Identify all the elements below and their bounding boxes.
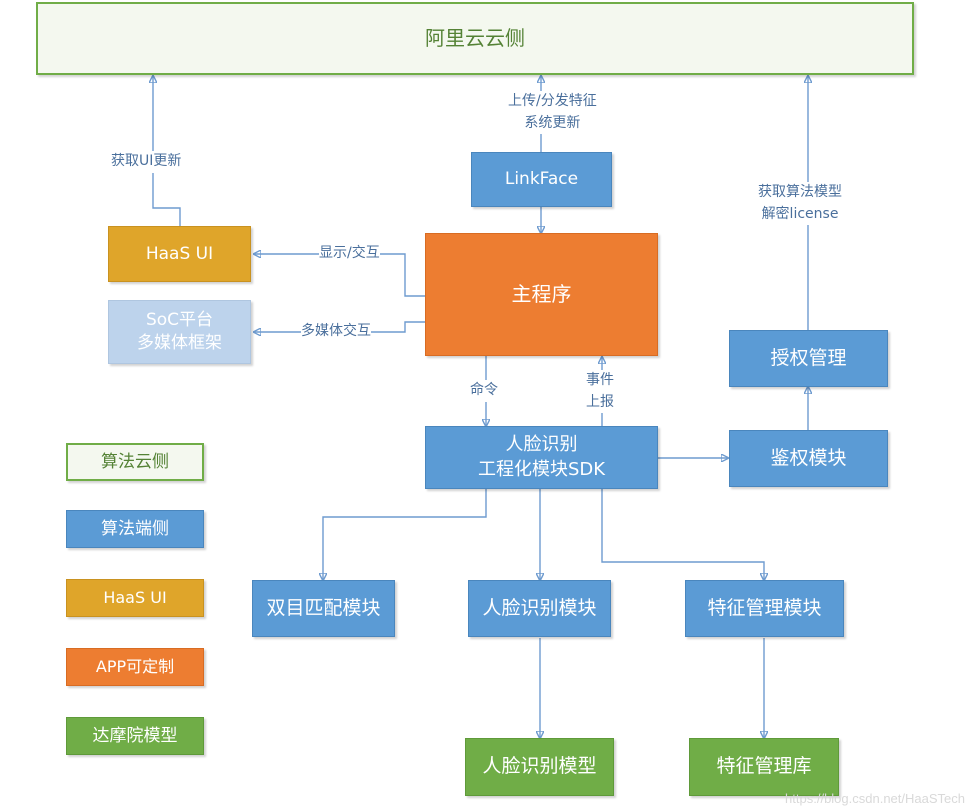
edge-label-get-ui-update: 获取UI更新 xyxy=(111,151,182,173)
legend-algo-cloud-label: 算法云侧 xyxy=(101,451,169,472)
sdk-label-line2: 工程化模块SDK xyxy=(477,458,606,480)
sdk-label-line1: 人脸识别 xyxy=(505,434,578,456)
face-sdk-box: 人脸识别 工程化模块SDK xyxy=(425,426,658,489)
legend-damo-model-label: 达摩院模型 xyxy=(92,725,178,746)
get-ui-update-label: 获取UI更新 xyxy=(111,153,182,169)
stereo-match-label: 双目匹配模块 xyxy=(266,596,381,619)
face-recog-module-box: 人脸识别模块 xyxy=(468,580,611,637)
legend-algo-device-label: 算法端侧 xyxy=(101,518,169,539)
face-recog-module-label: 人脸识别模块 xyxy=(482,596,597,619)
feature-manage-module-label: 特征管理模块 xyxy=(707,596,822,619)
soc-platform-box: SoC平台 多媒体框架 xyxy=(108,300,251,364)
edge-label-display-interact: 显示/交互 xyxy=(319,243,380,265)
upload-label-line1: 上传/分发特征 xyxy=(508,93,597,109)
legend-app-custom: APP可定制 xyxy=(66,648,204,686)
command-label: 命令 xyxy=(470,382,498,398)
aliyun-cloud-label: 阿里云云侧 xyxy=(425,26,525,50)
legend-damo-model: 达摩院模型 xyxy=(66,717,204,755)
legend-app-custom-label: APP可定制 xyxy=(95,657,175,677)
event-label-line1: 事件 xyxy=(586,372,614,388)
edge-label-event-report: 事件 上报 xyxy=(586,370,614,414)
display-interact-label: 显示/交互 xyxy=(319,245,380,261)
auth-module-label: 鉴权模块 xyxy=(770,446,847,469)
auth-module-box: 鉴权模块 xyxy=(729,430,888,487)
linkface-label: LinkFace xyxy=(504,169,579,190)
legend-algo-device: 算法端侧 xyxy=(66,510,204,548)
edge-label-command: 命令 xyxy=(470,380,498,402)
edge-label-get-algo-model: 获取算法模型 解密license xyxy=(758,182,842,226)
legend-algo-cloud: 算法云侧 xyxy=(66,443,204,481)
edge-label-media-interact: 多媒体交互 xyxy=(301,321,371,343)
main-program-box: 主程序 xyxy=(425,233,658,356)
auth-manage-box: 授权管理 xyxy=(729,330,888,387)
soc-label-line2: 多媒体框架 xyxy=(137,333,222,353)
stereo-match-box: 双目匹配模块 xyxy=(252,580,395,637)
aliyun-cloud-box: 阿里云云侧 xyxy=(36,2,914,75)
main-program-label: 主程序 xyxy=(511,282,572,306)
feature-lib-label: 特征管理库 xyxy=(716,755,812,778)
media-interact-label: 多媒体交互 xyxy=(301,323,371,339)
event-label-line2: 上报 xyxy=(586,393,614,410)
edge-label-upload: 上传/分发特征 系统更新 xyxy=(508,91,597,135)
edge-sdk-to-stereo xyxy=(323,489,487,580)
edge-sdk-to-feature-module xyxy=(601,489,764,580)
feature-manage-module-box: 特征管理模块 xyxy=(685,580,844,637)
feature-lib-box: 特征管理库 xyxy=(689,738,839,796)
legend-haas-ui-label: HaaS UI xyxy=(103,588,167,608)
linkface-box: LinkFace xyxy=(471,152,612,207)
upload-label-line2: 系统更新 xyxy=(524,114,581,131)
haas-ui-label: HaaS UI xyxy=(145,243,214,264)
face-recog-model-box: 人脸识别模型 xyxy=(465,738,614,796)
soc-label-line1: SoC平台 xyxy=(145,310,214,331)
haas-ui-box: HaaS UI xyxy=(108,226,251,282)
face-recog-model-label: 人脸识别模型 xyxy=(482,755,597,778)
watermark: https://blog.csdn.net/HaaSTech xyxy=(785,791,965,806)
algo-label-line1: 获取算法模型 xyxy=(758,184,842,200)
auth-manage-label: 授权管理 xyxy=(770,346,847,369)
legend-haas-ui: HaaS UI xyxy=(66,579,204,617)
edge-haas-to-cloud xyxy=(153,76,181,226)
algo-label-line2: 解密license xyxy=(761,205,839,222)
